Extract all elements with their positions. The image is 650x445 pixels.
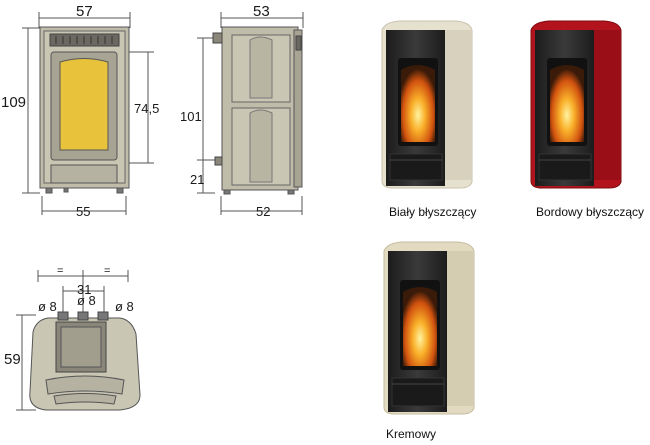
side-view-drawing	[197, 12, 304, 215]
top-eq-right-label: =	[104, 265, 111, 277]
stove-photo-red	[530, 20, 622, 189]
top-spacing-label: 31	[77, 282, 92, 297]
top-hole-right-label: ø 8	[115, 299, 134, 314]
variant-caption-red: Bordowy błyszczący	[536, 205, 645, 219]
top-depth-label: 59	[4, 351, 21, 368]
side-inlet-height-label: 21	[190, 172, 205, 187]
front-width-top-label: 57	[76, 3, 93, 20]
front-width-bottom-label: 55	[76, 204, 91, 219]
side-depth-bottom-label: 52	[256, 204, 271, 219]
front-height-label: 109	[1, 94, 27, 111]
top-hole-left-label: ø 8	[38, 299, 57, 314]
top-view-drawing	[16, 270, 141, 411]
front-glass-height-label: 74,5	[134, 101, 160, 116]
front-view-drawing	[22, 12, 154, 215]
top-hole-center-label: ø 8	[77, 293, 96, 308]
variant-caption-white: Biały błyszczący	[389, 205, 477, 219]
side-depth-top-label: 53	[253, 3, 270, 20]
top-eq-left-label: =	[57, 265, 64, 277]
stove-photo-cream	[383, 241, 475, 415]
variant-caption-cream: Kremowy	[386, 427, 437, 441]
stove-photo-white	[381, 20, 473, 189]
side-outlet-height-label: 101	[180, 109, 202, 124]
